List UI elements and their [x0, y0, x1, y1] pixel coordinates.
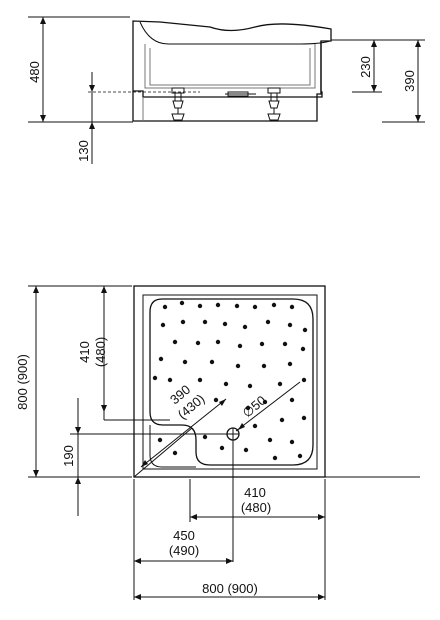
foot-left [171, 87, 185, 121]
tray-side-outline [132, 20, 332, 98]
dimension-480: 480 [27, 16, 133, 123]
top-view: 390 (430) ∅50 800 (900) 410 ( [15, 285, 420, 600]
dimension-130-label: 130 [76, 140, 91, 162]
side-view: 480 130 230 390 [27, 16, 425, 164]
dimension-drain-to-back-label-1: 410 [77, 341, 92, 363]
dimension-drain-to-back: 410 (480) [77, 286, 170, 421]
foot-right [267, 87, 281, 121]
tray-rim-curve [139, 21, 331, 45]
dimension-corner-offset: 190 [61, 398, 132, 516]
dimension-width: 800 (900) [134, 581, 325, 600]
dimension-drain-to-back-label-2: (480) [93, 337, 108, 367]
dimension-drain-from-left-label-2: (490) [169, 543, 199, 558]
drain-fitting [225, 91, 256, 97]
tray-inner-wall [144, 44, 316, 89]
apron-outline [132, 41, 322, 122]
basin-outline [149, 298, 314, 466]
anti-slip-dimples [152, 300, 308, 461]
dimension-drain-from-left-label-1: 450 [173, 528, 195, 543]
dimension-depth-label: 800 (900) [15, 354, 30, 410]
dimension-130: 130 [76, 72, 95, 164]
dimension-drain-to-right-label-1: 410 [244, 485, 266, 500]
dimension-drain-to-right: 410 (480) [189, 479, 326, 600]
dimension-230: 230 [331, 39, 382, 93]
dimension-drain-from-left: 450 (490) [133, 479, 233, 600]
basin-corner-step [149, 425, 196, 468]
tray-inner-wall-2 [149, 48, 311, 86]
dimension-390-label: 390 [402, 70, 417, 92]
dimension-480-label: 480 [27, 61, 42, 83]
dimension-230-label: 230 [358, 56, 373, 78]
drain-diameter-leader: ∅50 [235, 381, 301, 432]
tray-outer-square [133, 285, 326, 478]
dimension-390: 390 [382, 39, 425, 123]
dimension-corner-offset-label: 190 [61, 445, 76, 467]
corner-diagonal [133, 427, 193, 478]
tray-inner-rim [142, 294, 318, 470]
dimension-drain-to-right-label-2: (480) [241, 500, 271, 515]
dimension-width-label: 800 (900) [202, 581, 258, 596]
drain-diameter-label: ∅50 [239, 393, 268, 421]
